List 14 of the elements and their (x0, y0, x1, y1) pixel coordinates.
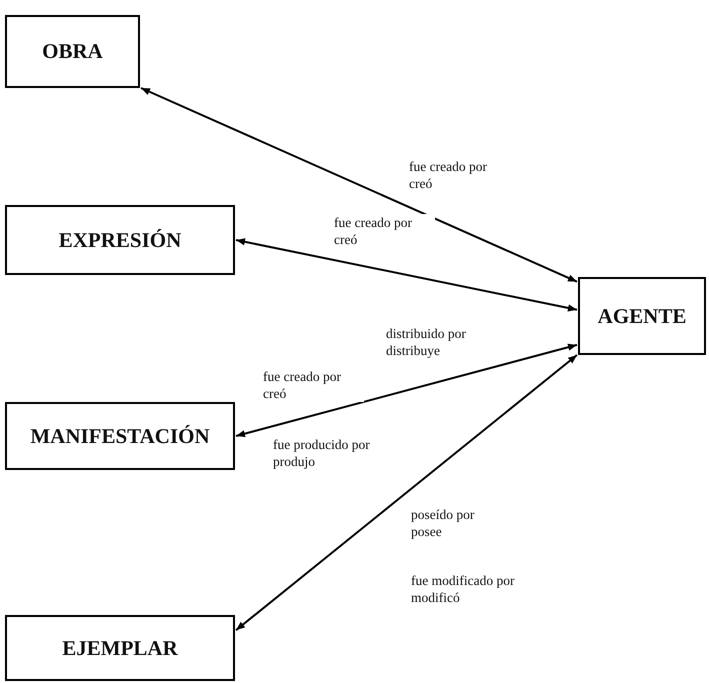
entity-name: MANIFESTACIÓN (30, 424, 210, 448)
entity-box (578, 277, 706, 355)
entity-box (5, 205, 235, 275)
double-headed-arrow (236, 238, 578, 312)
entity-name: AGENTE (598, 304, 686, 328)
entity-box (5, 402, 235, 470)
entity-name: OBRA (42, 39, 103, 64)
double-headed-arrow (140, 87, 578, 283)
entity-name: EXPRESIÓN (58, 228, 182, 252)
double-headed-arrow (235, 354, 578, 631)
entity-name: EJEMPLAR (62, 636, 178, 660)
double-headed-arrow (236, 344, 578, 438)
entity-box (5, 15, 140, 88)
entity-box (5, 615, 235, 681)
